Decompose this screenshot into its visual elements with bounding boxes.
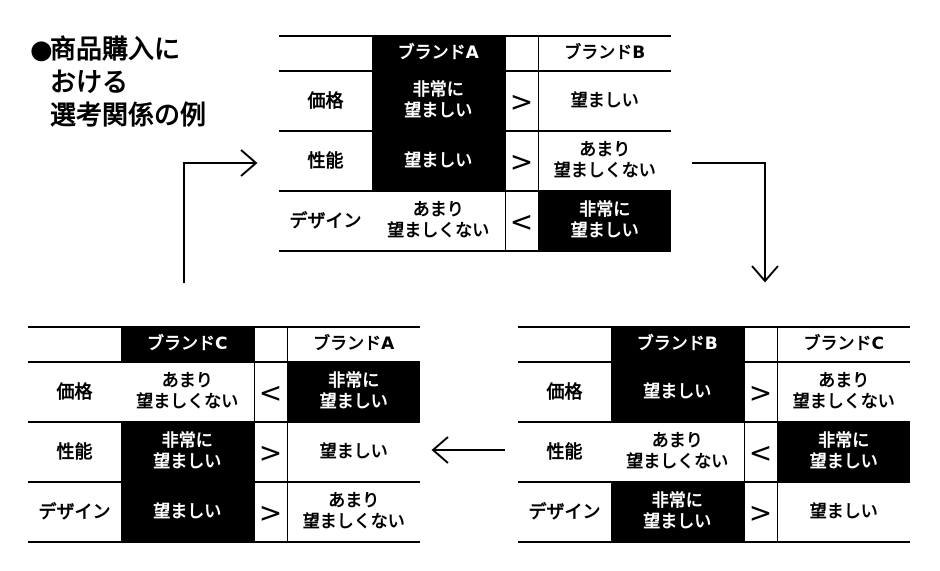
title-line-1: ●商品購入に: [30, 35, 181, 65]
comparison-symbol: >: [504, 71, 539, 132]
title-line-2: おける: [50, 68, 129, 98]
brand-header-right: ブランドB: [538, 35, 671, 72]
arrow-left-head-icon: [431, 436, 449, 464]
row-label-design: デザイン: [279, 191, 372, 252]
comparison-symbol: >: [743, 362, 778, 423]
rating-cell: あまり望ましくない: [611, 422, 744, 483]
rating-cell: 非常に望ましい: [611, 482, 744, 543]
bullet-icon: ●: [30, 35, 53, 65]
rating-cell: あまり望ましくない: [372, 191, 505, 252]
comparison-symbol: <: [504, 191, 539, 252]
row-label-price: 価格: [518, 362, 611, 423]
title-line-3: 選考関係の例: [50, 101, 207, 131]
comparison-symbol: >: [253, 422, 288, 483]
arrow-up-right-icon: [183, 162, 256, 283]
comparison-symbol: <: [743, 422, 778, 483]
comparison-symbol: >: [253, 482, 288, 543]
row-label-design: デザイン: [28, 482, 121, 543]
header-cmp-blank: [253, 326, 288, 363]
row-label-price: 価格: [279, 71, 372, 132]
rating-cell: 非常に望ましい: [538, 191, 671, 252]
brand-header-left: ブランドB: [611, 326, 744, 363]
comparison-symbol: >: [504, 131, 539, 192]
row-label-performance: 性能: [28, 422, 121, 483]
brand-header-right: ブランドA: [287, 326, 420, 363]
rating-cell: 非常に望ましい: [121, 422, 254, 483]
rating-cell: 非常に望ましい: [372, 71, 505, 132]
arrow-down-right-icon: [692, 162, 766, 280]
rating-cell: 望ましい: [611, 362, 744, 423]
header-blank: [28, 326, 121, 363]
rating-cell: あまり望ましくない: [538, 131, 671, 192]
rating-cell: あまり望ましくない: [777, 362, 910, 423]
row-label-price: 価格: [28, 362, 121, 423]
row-label-design: デザイン: [518, 482, 611, 543]
comparison-symbol: >: [743, 482, 778, 543]
header-cmp-blank: [504, 35, 539, 72]
arrow-down-head-icon: [751, 265, 779, 283]
brand-header-left: ブランドA: [372, 35, 505, 72]
rating-cell: 望ましい: [777, 482, 910, 543]
arrow-right-head-icon: [240, 149, 258, 177]
rating-cell: あまり望ましくない: [121, 362, 254, 423]
comparison-table-c-vs-a: ブランドC ブランドA 価格 あまり望ましくない < 非常に望ましい 性能 非常…: [28, 326, 420, 543]
header-cmp-blank: [743, 326, 778, 363]
diagram-title: ●商品購入に おける 選考関係の例: [30, 34, 206, 133]
brand-header-right: ブランドC: [777, 326, 910, 363]
rating-cell: 非常に望ましい: [777, 422, 910, 483]
header-blank: [279, 35, 372, 72]
rating-cell: 望ましい: [372, 131, 505, 192]
brand-header-left: ブランドC: [121, 326, 254, 363]
row-label-performance: 性能: [518, 422, 611, 483]
header-blank: [518, 326, 611, 363]
rating-cell: 望ましい: [121, 482, 254, 543]
rating-cell: 非常に望ましい: [287, 362, 420, 423]
comparison-symbol: <: [253, 362, 288, 423]
rating-cell: あまり望ましくない: [287, 482, 420, 543]
rating-cell: 望ましい: [287, 422, 420, 483]
rating-cell: 望ましい: [538, 71, 671, 132]
comparison-table-b-vs-c: ブランドB ブランドC 価格 望ましい > あまり望ましくない 性能 あまり望ま…: [518, 326, 910, 543]
row-label-performance: 性能: [279, 131, 372, 192]
comparison-table-a-vs-b: ブランドA ブランドB 価格 非常に望ましい > 望ましい 性能 望ましい > …: [279, 35, 671, 252]
